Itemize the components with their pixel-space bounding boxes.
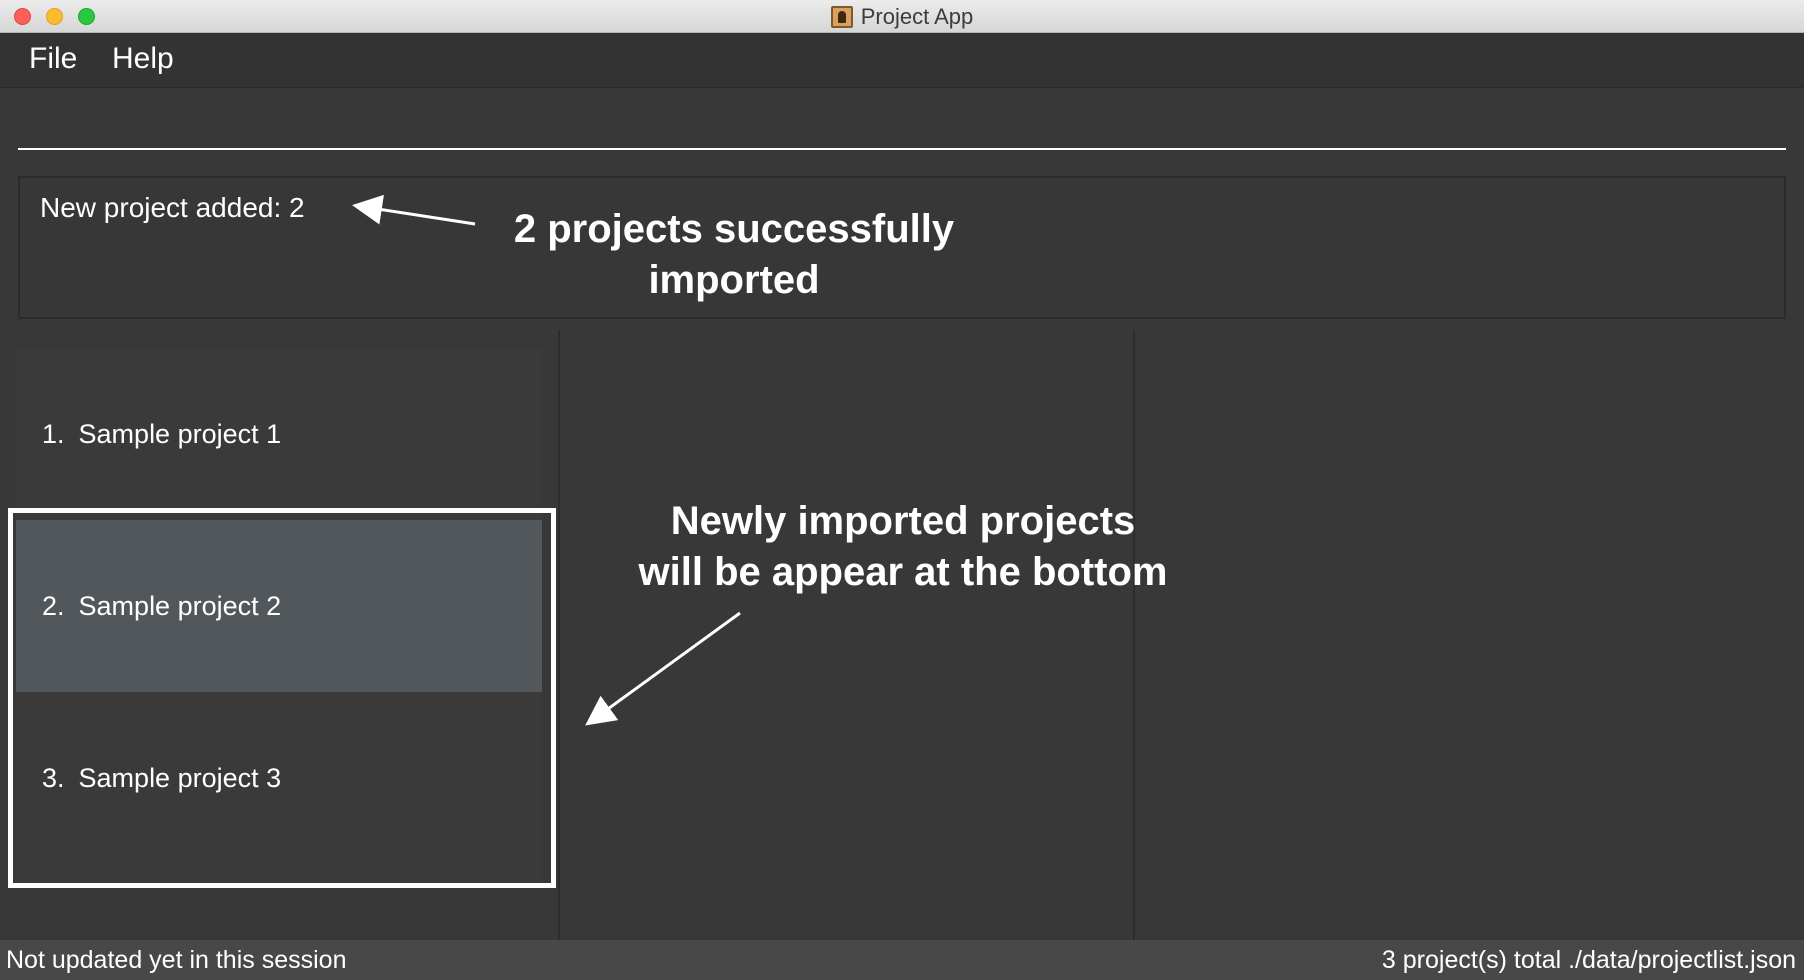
window-titlebar: Project App [0,0,1804,33]
annotation-highlight-box [8,508,556,888]
panel-divider[interactable] [558,330,560,940]
window-title: Project App [860,3,974,29]
annotation-line: imported [648,258,820,302]
window-close-button[interactable] [14,8,31,25]
menu-help[interactable]: Help [112,42,174,75]
save-location-status: 3 project(s) total ./data/projectlist.js… [1381,946,1796,974]
annotation-bottom-note: Newly imported projects will be appear a… [603,496,1203,598]
menu-bar: File Help [0,33,1804,88]
annotation-import-note: 2 projects successfully imported [474,204,994,306]
app-icon [830,5,853,28]
command-input[interactable] [18,108,1786,150]
project-index: 2. [42,590,65,621]
project-name: Sample project 1 [78,418,282,449]
project-list-panel[interactable]: 1. Sample project 1 2. Sample project 2 … [16,348,542,888]
result-display: New project added: 2 [18,176,1786,319]
menu-file[interactable]: File [29,42,78,75]
result-message: New project added: 2 [40,192,305,223]
project-name: Sample project 2 [78,590,282,621]
command-area [0,88,1804,168]
annotation-line: 2 projects successfully [513,207,955,251]
annotation-line: Newly imported projects [670,499,1136,543]
window-minimize-button[interactable] [46,8,63,25]
project-index: 3. [42,762,65,793]
window-title-group: Project App [0,0,1804,33]
project-index: 1. [42,418,65,449]
panel-divider[interactable] [1133,330,1135,940]
project-list-item[interactable]: 3. Sample project 3 [16,692,542,864]
sync-status: Not updated yet in this session [6,946,347,974]
project-list-item[interactable]: 1. Sample project 1 [16,348,542,520]
status-bar: Not updated yet in this session 3 projec… [0,940,1804,980]
project-name: Sample project 3 [78,762,282,793]
annotation-line: will be appear at the bottom [638,550,1168,594]
project-list-item-selected[interactable]: 2. Sample project 2 [16,520,542,692]
main-panel-area: 1. Sample project 1 2. Sample project 2 … [0,330,1804,940]
window-maximize-button[interactable] [78,8,95,25]
